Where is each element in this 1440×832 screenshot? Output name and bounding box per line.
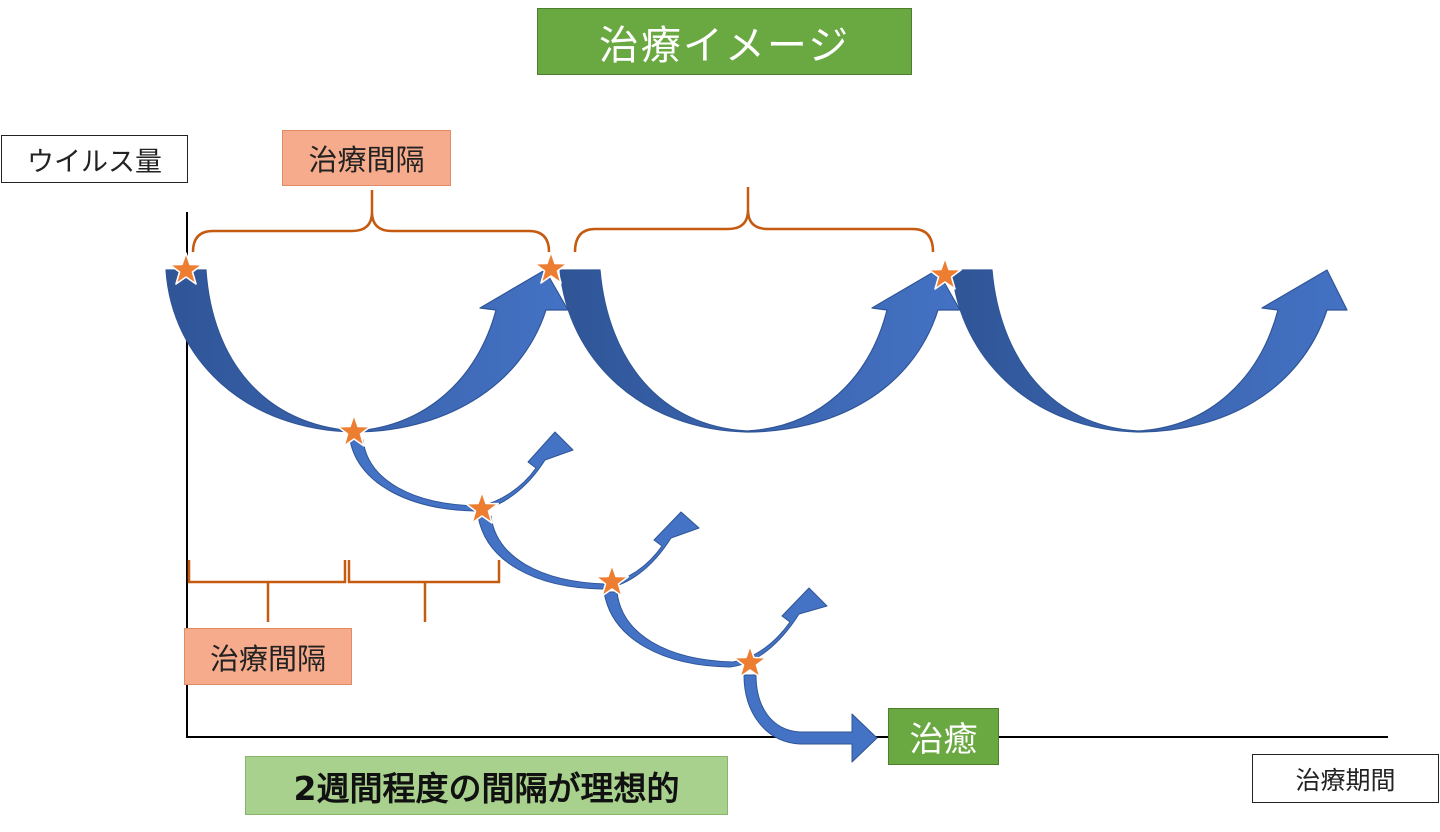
ideal-interval-note: 2週間程度の間隔が理想的 (245, 756, 728, 815)
page-title: 治療イメージ (537, 8, 912, 75)
star-icon (594, 564, 630, 597)
interval-bracket-bottom-1 (187, 560, 347, 584)
interval-bracket-bottom-2 (347, 560, 501, 584)
curved-arrow-icon (603, 587, 828, 668)
curved-arrow-icon (743, 674, 878, 763)
curved-arrow-icon (559, 269, 961, 433)
y-axis-label: ウイルス量 (1, 135, 188, 183)
interval-label-bottom: 治療間隔 (184, 628, 352, 685)
interval-bracket-top-2 (573, 187, 935, 253)
interval-label-top: 治療間隔 (282, 130, 451, 186)
interval-bracket-top-1 (191, 190, 551, 253)
x-axis-label: 治療期間 (1252, 754, 1439, 803)
curved-arrow-icon (165, 269, 569, 433)
curved-arrow-icon (951, 269, 1348, 433)
cure-label: 治癒 (888, 708, 999, 765)
curved-arrow-icon (349, 431, 574, 512)
curved-arrow-icon (477, 511, 700, 590)
